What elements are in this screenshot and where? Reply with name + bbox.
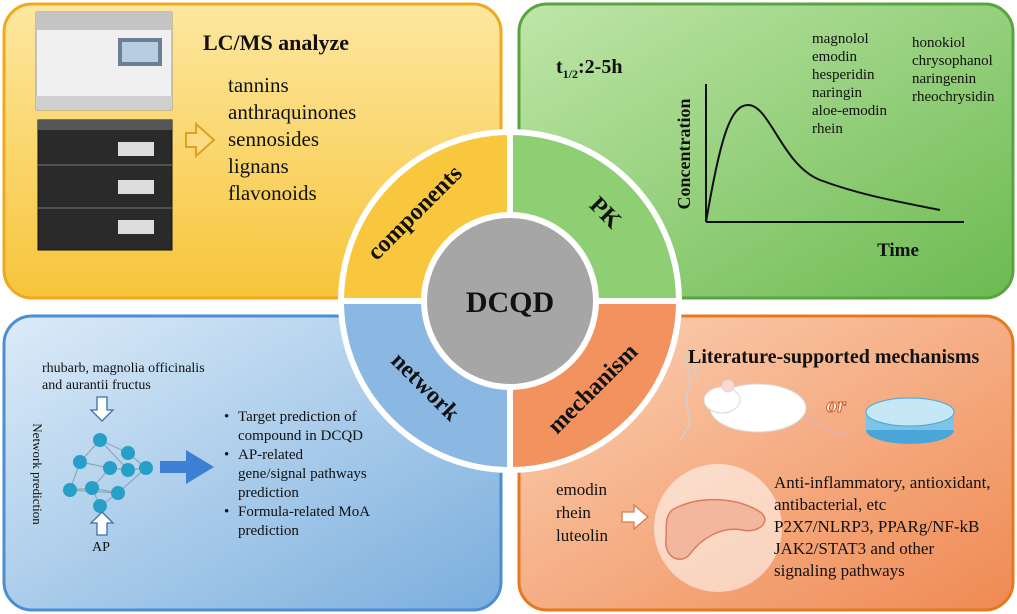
pk-compound: naringenin [912,71,977,87]
pk-compound: hesperidin [812,67,875,83]
pk-compound: honokiol [912,35,966,51]
pk-compound: rhein [812,121,843,137]
pk-compound: emodin [812,49,857,65]
herbs-line: rhubarb, magnolia officinalis [42,361,205,376]
pk-compounds-col1: magnolol emodin hesperidin naringin aloe… [812,30,887,138]
mouse-icon [703,379,851,435]
mechanism-effect: signaling pathways [774,561,905,580]
pk-compound: naringin [812,85,862,101]
component-item: tannins [228,73,289,97]
half-life-sub: 1/2 [562,67,579,81]
mechanism-effect: antibacterial, etc [774,495,887,514]
ap-label: AP [92,540,110,555]
components-title: LC/MS analyze [203,30,350,55]
center-label: DCQD [466,286,554,319]
pk-compounds-col2: honokiol chrysophanol naringenin rheochr… [912,34,994,106]
pk-compound: chrysophanol [912,53,993,69]
mechanism-effect: Anti-inflammatory, antioxidant, [774,473,991,492]
mechanism-compounds: emodin rhein luteolin [556,478,608,547]
network-bullet-cont: gene/signal pathways [238,466,367,482]
pk-ylabel: Concentration [674,99,694,210]
network-side-label: Network prediction [30,423,45,525]
network-bullet-cont: prediction [238,523,299,539]
half-life-label: t1/2:2-5h [556,56,622,82]
mechanism-effect: JAK2/STAT3 and other [774,539,935,558]
ap-up-arrow [89,511,115,536]
pk-compound: magnolol [812,31,869,47]
network-nodes [63,433,153,513]
network-bullet: Target prediction of [224,408,464,427]
center-circle [421,212,599,390]
lcms-instrument-top [35,11,173,111]
mechanism-arrow [621,503,649,531]
mechanism-compound: emodin [556,480,607,499]
network-bullet-cont: compound in DCQD [238,428,363,444]
mechanism-effects: Anti-inflammatory, antioxidant, antibact… [774,472,991,582]
herbs-line: and aurantii fructus [42,378,151,393]
rat-sketch-icon [679,355,699,441]
herbs-text: rhubarb, magnolia officinalis and aurant… [42,360,205,394]
mechanism-compound: rhein [556,503,591,522]
components-arrow [185,121,216,159]
component-item: lignans [228,154,289,178]
mechanism-effect: P2X7/NLRP3, PPARg/NF-kB [774,517,980,536]
pk-chart [705,84,964,223]
half-life-t: t [556,56,563,78]
or-label: or [826,392,846,417]
components-list: tannins anthraquinones sennosides lignan… [228,72,356,207]
network-bullet-cont: prediction [238,485,299,501]
lcms-instrument-bottom [37,119,173,251]
herbs-down-arrow [89,396,115,422]
pancreas-icon [654,464,782,592]
pk-compound: rheochrysidin [912,89,995,105]
network-bullets: Target prediction of compound in DCQD AP… [224,408,464,541]
component-item: flavonoids [228,181,317,205]
network-arrow [160,450,214,484]
component-item: sennosides [228,127,319,151]
pk-curve [705,103,941,223]
pk-xlabel: Time [877,240,919,261]
network-bullet: AP-related [224,446,464,465]
half-life-value: :2-5h [578,56,623,78]
mechanism-title: Literature-supported mechanisms [688,346,980,368]
mechanism-compound: luteolin [556,526,608,545]
component-item: anthraquinones [228,100,357,124]
petri-dish-icon [865,397,955,444]
pk-compound: aloe-emodin [812,103,887,119]
network-bullet: Formula-related MoA [224,503,464,522]
